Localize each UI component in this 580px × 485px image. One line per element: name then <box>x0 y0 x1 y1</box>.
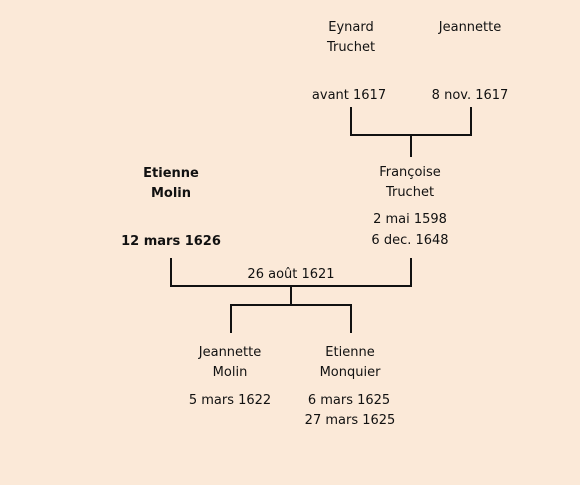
etienne-monquier-date2: 27 mars 1625 <box>304 413 396 428</box>
etienne-molin-date: 12 mars 1626 <box>121 234 221 249</box>
marriage-date: 26 août 1621 <box>247 267 335 282</box>
jeannette-parent-name: Jeannette <box>438 20 502 35</box>
francoise-name-line1: Françoise <box>379 165 441 180</box>
jeannette-molin-name-line2: Molin <box>212 365 248 380</box>
jeannette-parent-date: 8 nov. 1617 <box>431 88 509 103</box>
francoise-date1: 2 mai 1598 <box>373 212 447 227</box>
etienne-monquier-name-line2: Monquier <box>319 365 381 380</box>
eynard-name-line2: Truchet <box>326 40 376 55</box>
etienne-molin-name-line2: Molin <box>150 186 192 201</box>
eynard-date: avant 1617 <box>311 88 387 103</box>
francoise-name-line2: Truchet <box>385 185 435 200</box>
jeannette-molin-name-line1: Jeannette <box>198 345 262 360</box>
etienne-monquier-name-line1: Etienne <box>325 345 375 360</box>
eynard-name-line1: Eynard <box>328 20 374 35</box>
etienne-molin-name-line1: Etienne <box>143 166 199 181</box>
etienne-monquier-date1: 6 mars 1625 <box>307 393 391 408</box>
jeannette-molin-date: 5 mars 1622 <box>188 393 272 408</box>
francoise-date2: 6 dec. 1648 <box>371 233 449 248</box>
